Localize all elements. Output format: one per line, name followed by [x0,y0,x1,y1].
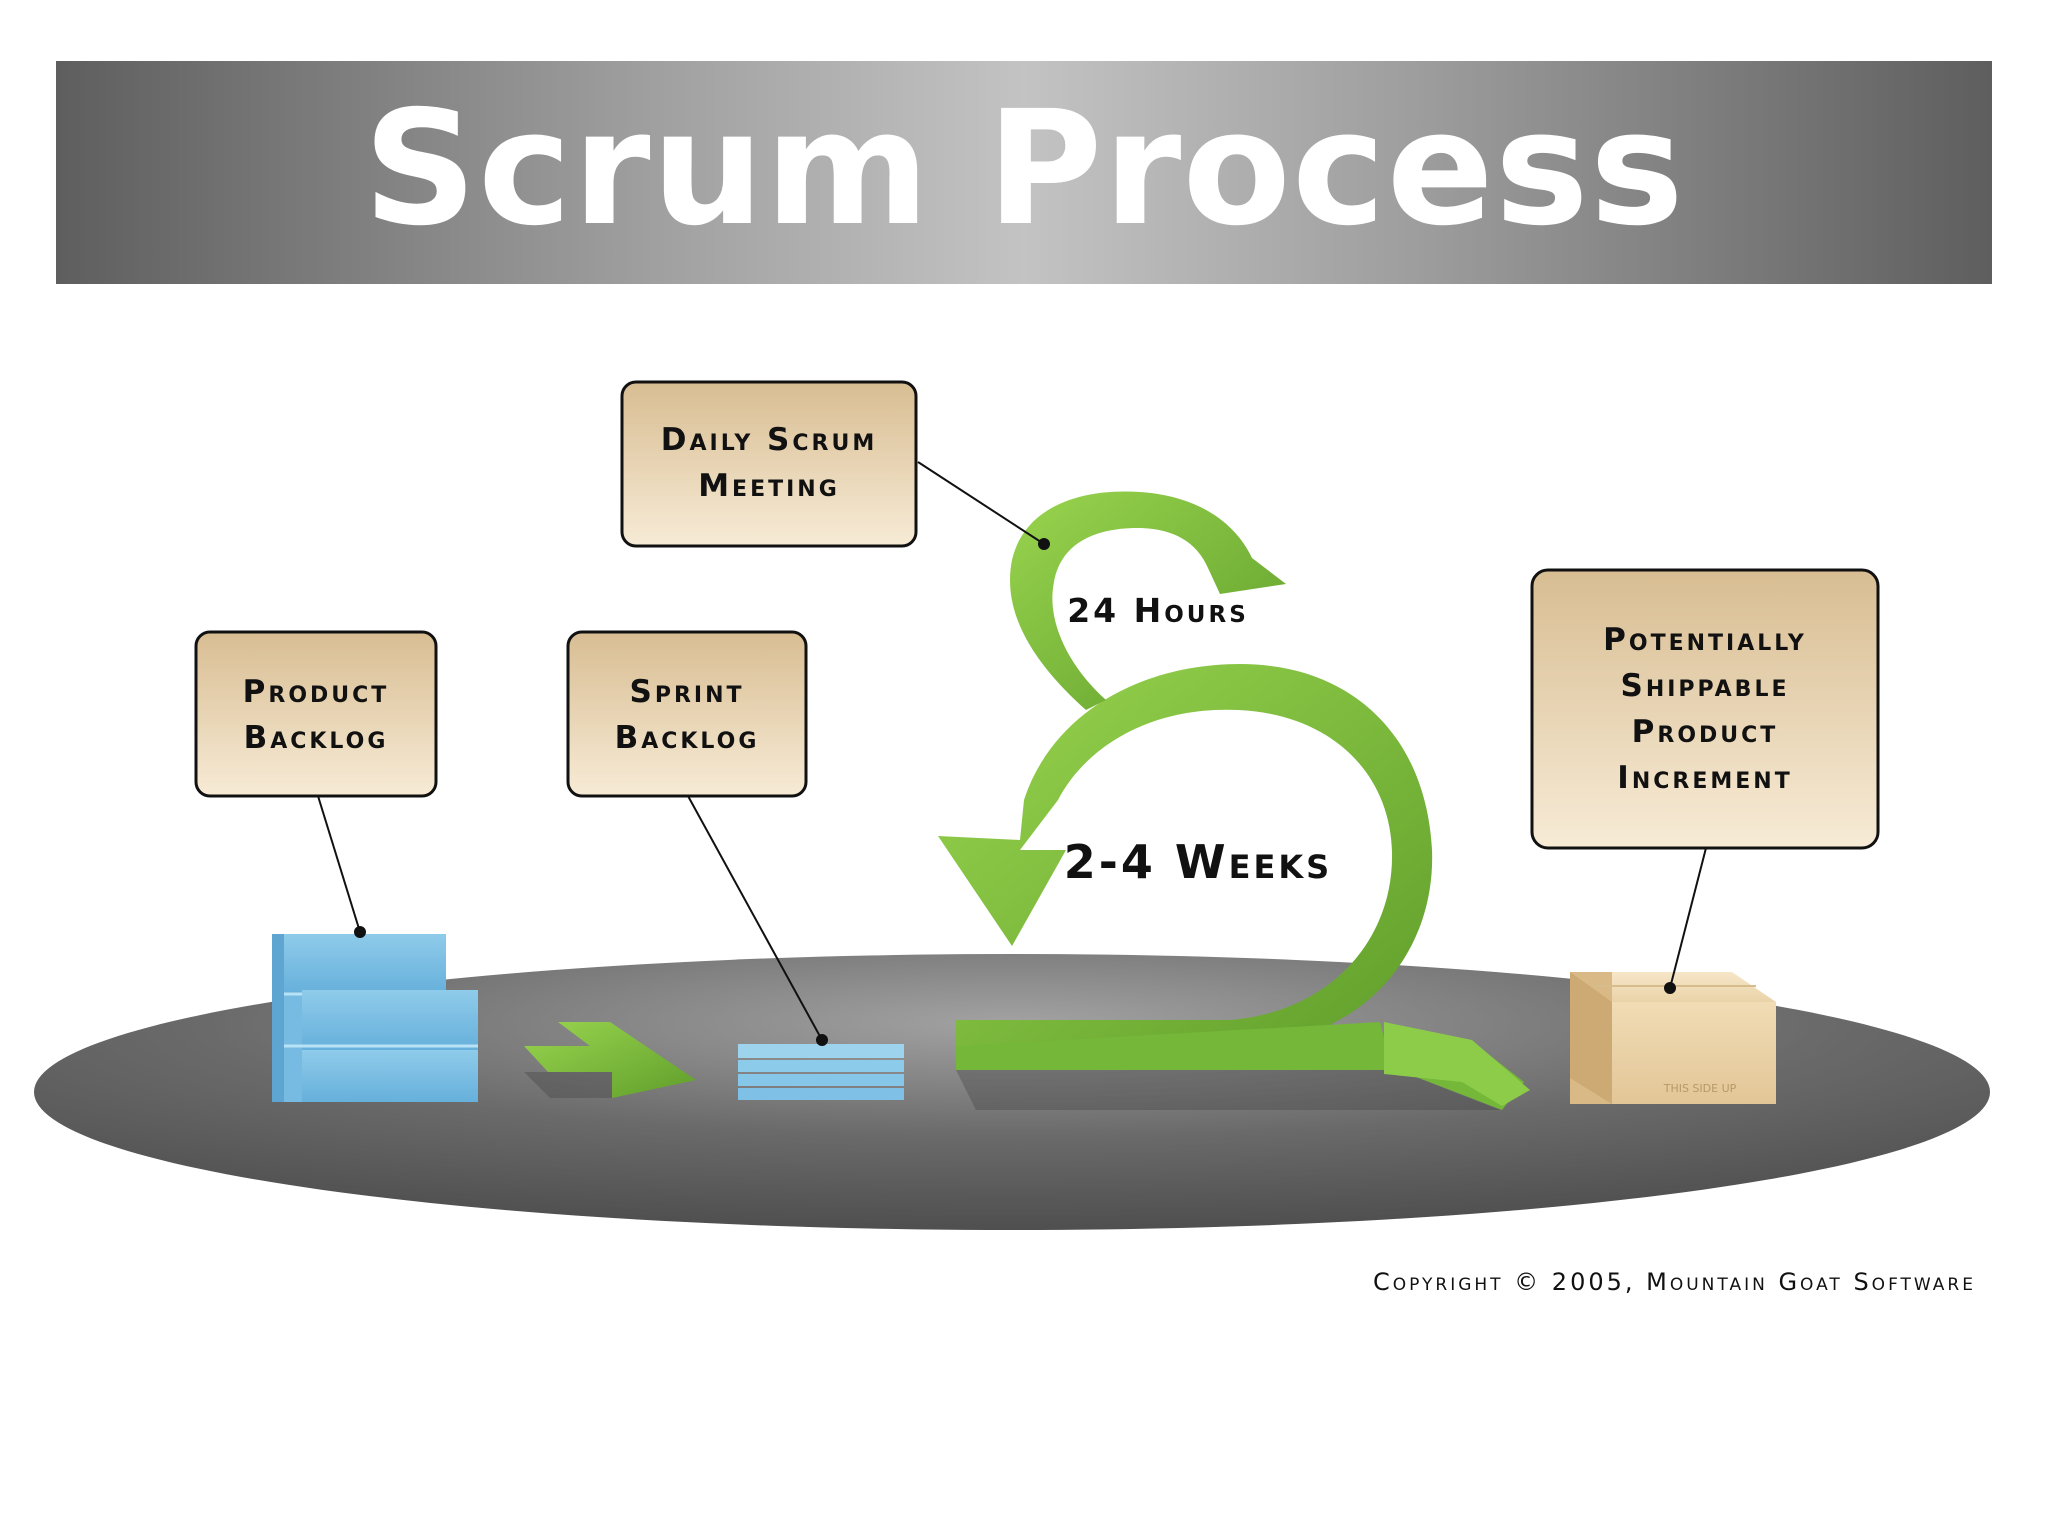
increment-line-2: Shippable [1621,668,1790,704]
increment-line-3: Product [1632,714,1779,750]
daily-scrum-line-2: Meeting [698,468,840,504]
sprint-backlog-box: Sprint Backlog [566,630,808,798]
daily-scrum-box: Daily Scrum Meeting [620,380,918,548]
daily-cycle-label: 24 Hours [1067,591,1249,630]
sprint-cycle-arrow [938,664,1530,1110]
arrow-to-sprint-backlog [524,1022,696,1098]
platform-ellipse [34,954,1990,1230]
product-backlog-box: Product Backlog [194,630,438,798]
product-backlog-line-1: Product [243,674,390,710]
connector-lines [317,461,1707,1046]
product-backlog-stack [272,934,478,1102]
copyright-text: Copyright © 2005, Mountain Goat Software [1373,1268,1976,1296]
title-banner: Scrum Process [56,61,1992,284]
sprint-backlog-line-1: Sprint [630,674,745,710]
daily-cycle-arrow [1010,491,1286,710]
page-title: Scrum Process [363,76,1685,261]
increment-line-4: Increment [1617,760,1792,796]
sprint-cycle-label: 2-4 Weeks [1064,835,1332,889]
sprint-backlog-line-2: Backlog [615,720,760,756]
daily-scrum-line-1: Daily Scrum [661,422,877,458]
box-side-label: THIS SIDE UP [1663,1082,1737,1095]
increment-line-1: Potentially [1603,622,1807,658]
sprint-backlog-stack [738,1044,904,1100]
product-backlog-line-2: Backlog [244,720,389,756]
increment-box: Potentially Shippable Product Increment [1530,568,1880,850]
